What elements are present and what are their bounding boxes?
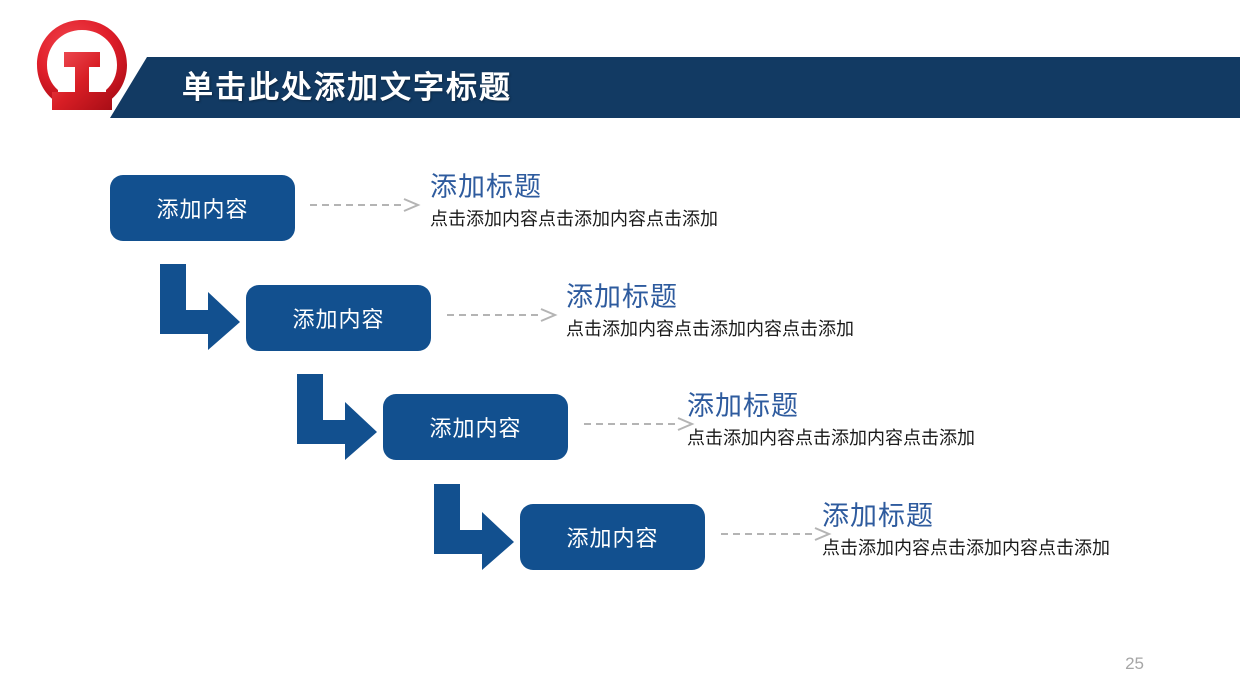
elbow-arrow-1 bbox=[160, 264, 240, 350]
china-railway-logo bbox=[26, 12, 138, 124]
dashed-arrow-4 bbox=[721, 527, 832, 541]
page-title: 单击此处添加文字标题 bbox=[182, 70, 512, 105]
step-body-3: 点击添加内容点击添加内容点击添加 bbox=[687, 428, 975, 448]
banner-shape bbox=[110, 57, 1240, 118]
step-box-label-2: 添加内容 bbox=[292, 307, 385, 332]
step-text-block-4: 添加标题 点击添加内容点击添加内容点击添加 bbox=[822, 501, 1240, 561]
step-text-block-2: 添加标题 点击添加内容点击添加内容点击添加 bbox=[566, 282, 996, 342]
step-heading-3: 添加标题 bbox=[687, 391, 799, 421]
china-railway-logo-icon bbox=[37, 20, 127, 110]
step-box-2[interactable]: 添加内容 bbox=[246, 285, 431, 351]
step-text-block-3: 添加标题 点击添加内容点击添加内容点击添加 bbox=[687, 391, 1117, 451]
slide-header: 单击此处添加文字标题 bbox=[0, 0, 1240, 140]
step-text-block-1: 添加标题 点击添加内容点击添加内容点击添加 bbox=[430, 172, 860, 232]
step-box-label-3: 添加内容 bbox=[429, 416, 522, 441]
dashed-arrow-2 bbox=[447, 308, 558, 322]
step-heading-4: 添加标题 bbox=[822, 501, 934, 531]
elbow-arrow-3 bbox=[434, 484, 514, 570]
step-box-1[interactable]: 添加内容 bbox=[110, 175, 295, 241]
step-heading-1: 添加标题 bbox=[430, 172, 542, 202]
step-body-1: 点击添加内容点击添加内容点击添加 bbox=[430, 209, 718, 229]
step-box-4[interactable]: 添加内容 bbox=[520, 504, 705, 570]
step-body-2: 点击添加内容点击添加内容点击添加 bbox=[566, 319, 854, 339]
page-number: 25 bbox=[1125, 654, 1144, 673]
dashed-arrow-3 bbox=[584, 417, 695, 431]
elbow-arrow-2 bbox=[297, 374, 377, 460]
step-box-3[interactable]: 添加内容 bbox=[383, 394, 568, 460]
step-box-label-4: 添加内容 bbox=[566, 526, 659, 551]
step-body-4: 点击添加内容点击添加内容点击添加 bbox=[822, 538, 1110, 558]
dashed-arrow-1 bbox=[310, 198, 421, 212]
step-heading-2: 添加标题 bbox=[566, 282, 678, 312]
step-box-label-1: 添加内容 bbox=[156, 197, 249, 222]
title-banner: 单击此处添加文字标题 bbox=[110, 57, 1240, 118]
